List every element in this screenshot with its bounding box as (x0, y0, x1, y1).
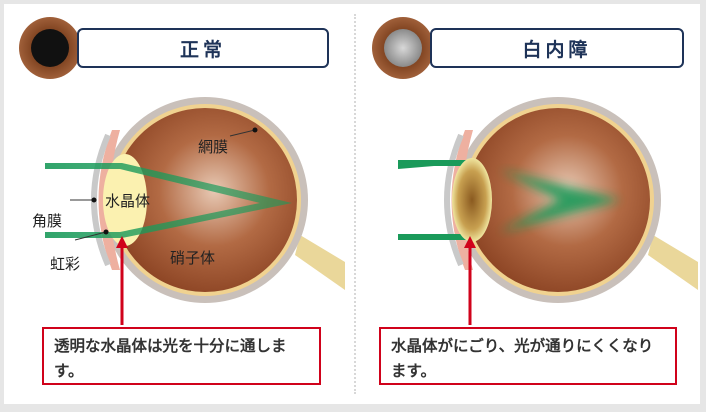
cataract-eye (372, 17, 698, 325)
lens (103, 154, 147, 246)
light-rays (45, 163, 292, 238)
label-retina: 網膜 (198, 138, 229, 156)
label-vitreous: 硝子体 (170, 249, 216, 267)
cloudy-lens (452, 158, 492, 242)
cataract-caption: 水晶体がにごり、光が通りにくくなります。 (379, 327, 677, 385)
incoming-ray (398, 234, 470, 240)
vitreous-body (113, 108, 297, 292)
scattered-rays (500, 170, 620, 232)
label-lens: 水晶体 (105, 192, 151, 210)
label-cornea: 角膜 (32, 212, 63, 230)
normal-caption: 透明な水晶体は光を十分に通します。 (42, 327, 321, 385)
divider (354, 14, 356, 394)
pupil-icon (31, 29, 69, 67)
normal-eye (19, 17, 345, 325)
cataract-title: 白内障 (430, 28, 684, 68)
label-iris: 虹彩 (50, 255, 81, 273)
normal-title: 正常 (77, 28, 329, 68)
cloudy-pupil-icon (384, 29, 422, 67)
incoming-ray (398, 160, 470, 166)
